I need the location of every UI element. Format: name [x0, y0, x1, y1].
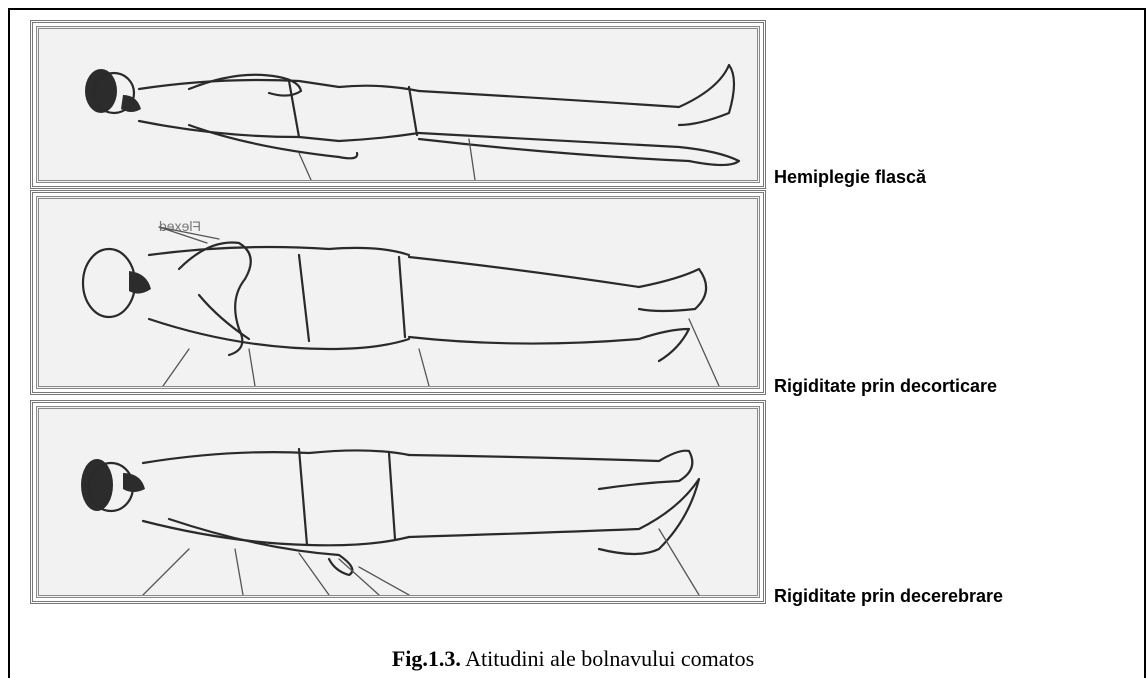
pointer-lines [163, 319, 719, 386]
lower-leg [409, 479, 699, 554]
lower-leg [419, 133, 739, 165]
illustration-decorticate: Flexed [36, 196, 760, 389]
beard [123, 473, 145, 492]
shorts [299, 255, 405, 341]
figure-panel-decerebrate [30, 400, 766, 604]
illustration-decerebrate [36, 406, 760, 598]
flexed-arm [179, 243, 251, 355]
torso-top [149, 247, 409, 255]
figure-panel-hemiplegia [30, 20, 766, 189]
torso-bottom [139, 121, 419, 141]
torso-top [139, 80, 419, 91]
supine-patient-drawing: Flexed [39, 199, 757, 386]
arm-at-side [189, 125, 357, 158]
supine-patient-drawing [39, 29, 757, 180]
upper-leg [419, 65, 734, 125]
shorts [299, 449, 395, 545]
illustration-hemiplegia [36, 26, 760, 183]
upper-leg [409, 257, 706, 311]
beard [121, 95, 141, 112]
supine-patient-drawing [39, 409, 757, 595]
caption-number: Fig.1.3. [392, 646, 461, 671]
shorts [289, 81, 417, 137]
upper-leg [409, 451, 692, 489]
hair [81, 459, 113, 511]
figure-label-decorticate: Rigiditate prin decorticare [774, 376, 997, 397]
beard [129, 271, 151, 294]
caption-text: Atitudini ale bolnavului comatos [461, 646, 754, 671]
torso-top [143, 450, 409, 463]
torso-bottom [149, 319, 409, 349]
figure-label-decerebrate: Rigiditate prin decerebrare [774, 586, 1003, 607]
lower-leg [409, 329, 689, 361]
figure-caption: Fig.1.3. Atitudini ale bolnavului comato… [0, 646, 1146, 672]
figure-panel-decorticate: Flexed [30, 190, 766, 395]
head [83, 249, 135, 317]
figure-label-hemiplegia: Hemiplegie flască [774, 167, 926, 188]
hair [85, 69, 117, 113]
extended-arm [169, 519, 352, 575]
arm-on-chest [189, 75, 301, 96]
pointer-lines [299, 139, 475, 180]
